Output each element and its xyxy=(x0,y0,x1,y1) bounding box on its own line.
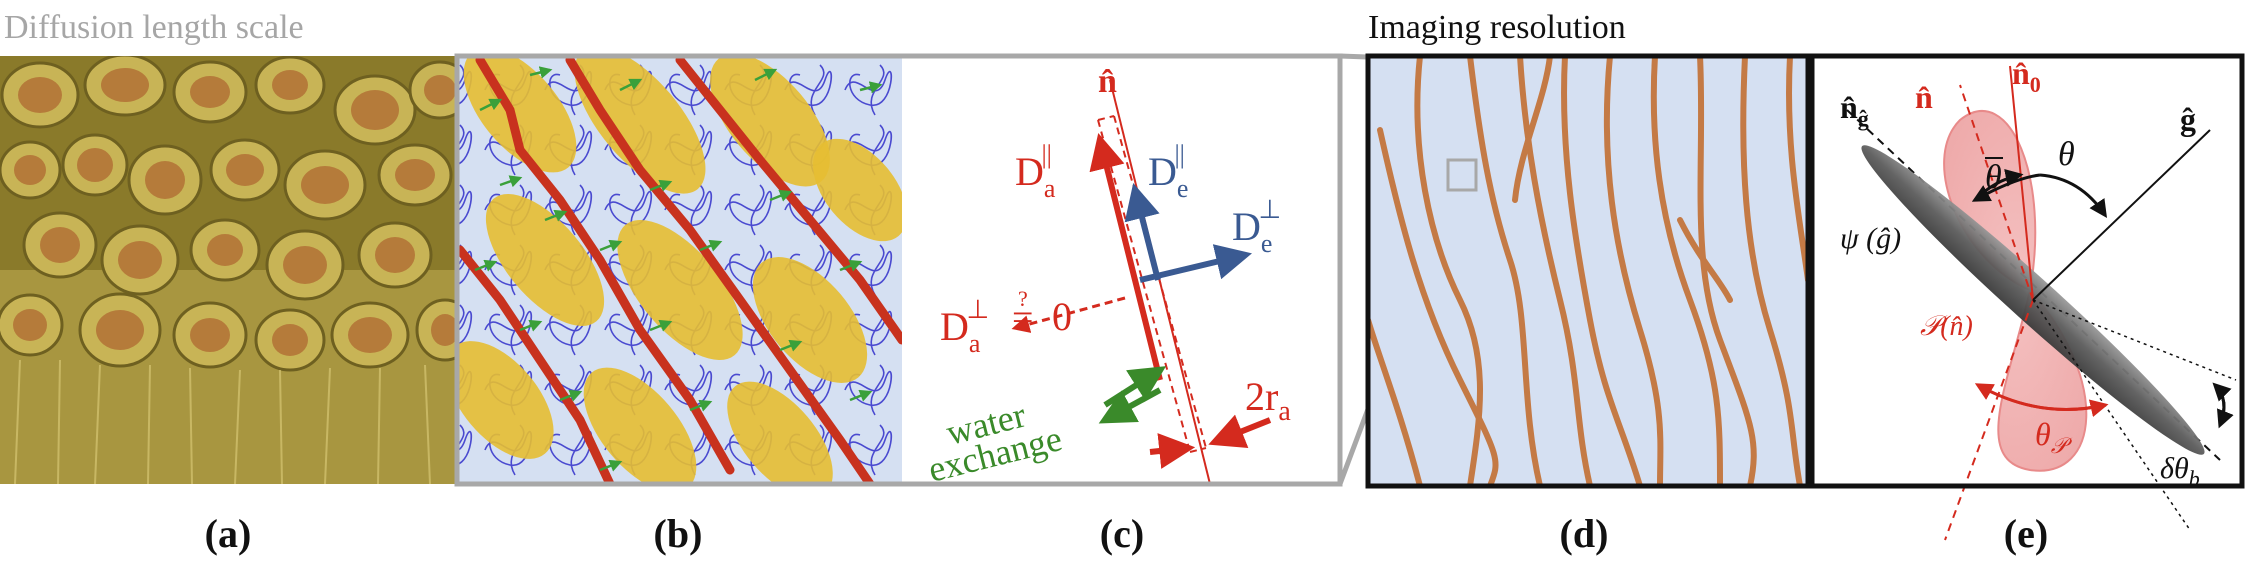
caption-e: (e) xyxy=(2003,511,2049,556)
caption-b: (b) xyxy=(653,511,703,556)
theta-bar-label: θ xyxy=(1985,159,2002,196)
caption-d: (d) xyxy=(1559,511,1609,556)
panel-d-fibers xyxy=(1368,56,1808,486)
n0-label: n̂0 xyxy=(2012,55,2041,97)
imaging-resolution-heading: Imaging resolution xyxy=(1368,9,1626,46)
radius-label: 2ra xyxy=(1245,374,1291,427)
dtheta-label: δθb xyxy=(2160,452,2200,491)
radius-arrow-right xyxy=(1208,414,1272,449)
panel-e-frame xyxy=(1809,53,2245,489)
de-perp-arrow xyxy=(1139,244,1253,283)
da-perp-arrow xyxy=(1011,296,1126,333)
panel-c-diagram: n̂ Da|| De|| De⊥ Da⊥ = ? 0 water exchang… xyxy=(902,56,1340,490)
de-perp-label: De⊥ xyxy=(1232,195,1281,258)
panel-b-illustration xyxy=(457,56,902,484)
de-parallel-arrow xyxy=(1124,183,1161,281)
caption-a: (a) xyxy=(204,511,252,556)
da-perp-label: Da⊥ xyxy=(940,295,989,358)
da-perp-question: ? xyxy=(1018,286,1028,311)
n-hat-label: n̂ xyxy=(1098,63,1117,100)
g-axis-line xyxy=(2032,129,2211,301)
g-label: ĝ xyxy=(2180,101,2196,137)
diffusion-length-scale-heading: Diffusion length scale xyxy=(4,9,304,46)
zoom-box xyxy=(1446,158,1478,192)
panel-d-frame xyxy=(1365,53,1811,489)
n-label: n̂ xyxy=(1915,79,1933,115)
de-parallel-label: De|| xyxy=(1148,140,1188,203)
caption-c: (c) xyxy=(1099,511,1145,556)
theta-label: θ xyxy=(2058,136,2075,173)
p-n-label: 𝒫(n̂) xyxy=(1920,311,1973,342)
da-parallel-label: Da|| xyxy=(1015,140,1056,203)
da-perp-zero: 0 xyxy=(1052,294,1072,339)
psi-label: ψ (ĝ) xyxy=(1840,222,1901,255)
panel-e-diagram: n̂ĝ n̂ n̂0 ĝ θ θ ψ (ĝ) 𝒫(n̂) θ𝒫 δθb xyxy=(1812,55,2242,541)
da-perp-equals: = xyxy=(1012,297,1033,339)
panel-a-image xyxy=(0,56,457,484)
radius-arrow-left xyxy=(1149,433,1196,469)
water-exchange-arrow-out xyxy=(1098,387,1162,424)
da-parallel-arrow xyxy=(1089,133,1163,381)
n-axis-line xyxy=(1959,84,2034,301)
n-g-label: n̂ĝ xyxy=(1840,89,1869,131)
